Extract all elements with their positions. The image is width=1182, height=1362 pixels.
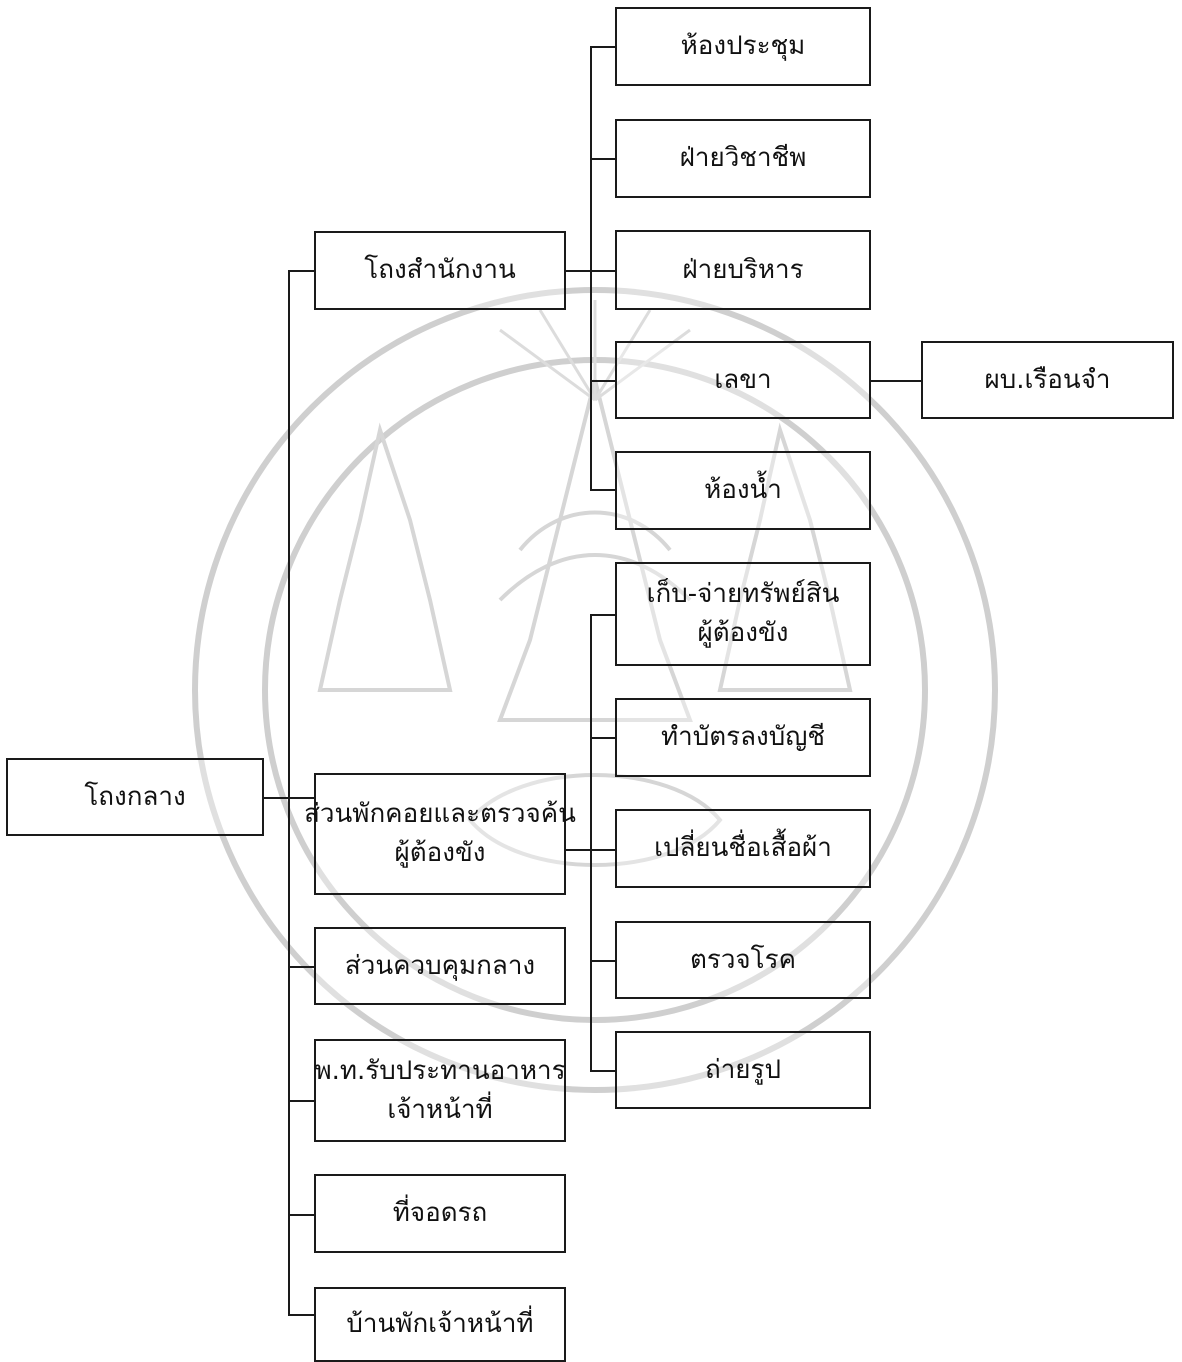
node-staff-housing: บ้านพักเจ้าหน้าที่ <box>314 1287 566 1362</box>
connector <box>288 1214 314 1216</box>
node-central-hall: โถงกลาง <box>6 758 264 836</box>
node-label-line1: ส่วนพักคอยและตรวจค้น <box>304 799 576 829</box>
connector <box>590 46 615 48</box>
connector <box>590 270 615 272</box>
connector <box>590 1070 615 1072</box>
node-label: ห้องประชุม <box>680 31 806 61</box>
node-prison-director: ผบ.เรือนจำ <box>921 341 1174 419</box>
connector <box>288 270 290 1315</box>
node-label: เปลี่ยนชื่อเสื้อผ้า <box>654 833 832 863</box>
connector <box>566 849 591 851</box>
node-parking: ที่จอดรถ <box>314 1174 566 1253</box>
node-label: ฝ่ายวิชาชีพ <box>679 143 807 173</box>
node-label: ห้องน้ำ <box>704 475 782 505</box>
node-label: ที่จอดรถ <box>392 1198 488 1228</box>
node-label: เลขา <box>714 364 772 395</box>
node-label: โถงสำนักงาน <box>364 255 516 285</box>
connector <box>566 270 591 272</box>
connector <box>288 966 314 968</box>
node-label: โถงกลาง <box>84 781 186 812</box>
connector <box>590 380 615 382</box>
node-restroom: ห้องน้ำ <box>615 451 871 530</box>
node-label: ฝ่ายบริหาร <box>682 254 804 285</box>
connector <box>871 380 921 382</box>
node-property-storage: เก็บ-จ่ายทรัพย์สิน ผู้ต้องขัง <box>615 562 871 666</box>
node-label-line2: ผู้ต้องขัง <box>697 618 789 648</box>
connector <box>590 960 615 962</box>
node-label-line2: ผู้ต้องขัง <box>394 838 486 868</box>
node-registration: ทำบัตรลงบัญชี <box>615 698 871 777</box>
connector <box>590 849 615 851</box>
node-vocational: ฝ่ายวิชาชีพ <box>615 119 871 198</box>
node-staff-dining: พ.ท.รับประทานอาหาร เจ้าหน้าที่ <box>314 1039 566 1142</box>
node-label: ส่วนควบคุมกลาง <box>344 950 536 981</box>
connector <box>288 270 314 272</box>
connector <box>590 489 615 491</box>
connector <box>264 797 289 799</box>
node-photo: ถ่ายรูป <box>615 1031 871 1109</box>
node-central-control: ส่วนควบคุมกลาง <box>314 927 566 1005</box>
node-medical-check: ตรวจโรค <box>615 921 871 999</box>
connector <box>590 737 615 739</box>
node-label-line2: เจ้าหน้าที่ <box>387 1094 493 1125</box>
connector <box>288 797 314 799</box>
node-label: ถ่ายรูป <box>704 1054 782 1085</box>
node-label: บ้านพักเจ้าหน้าที่ <box>346 1309 534 1339</box>
node-administration: ฝ่ายบริหาร <box>615 230 871 310</box>
node-label: ทำบัตรลงบัญชี <box>660 722 826 752</box>
node-meeting-room: ห้องประชุม <box>615 7 871 86</box>
node-label-line1: เก็บ-จ่ายทรัพย์สิน <box>646 579 840 609</box>
node-office-hall: โถงสำนักงาน <box>314 231 566 310</box>
connector <box>288 1100 314 1102</box>
node-label: ตรวจโรค <box>689 944 796 975</box>
connector <box>590 614 592 1071</box>
node-label-line1: พ.ท.รับประทานอาหาร <box>314 1055 566 1086</box>
connector <box>288 1314 314 1316</box>
node-rest-and-search: ส่วนพักคอยและตรวจค้น ผู้ต้องขัง <box>304 773 576 895</box>
connector <box>590 46 592 490</box>
node-label: ผบ.เรือนจำ <box>984 364 1111 395</box>
connector <box>590 614 615 616</box>
node-secretary: เลขา <box>615 341 871 419</box>
connector <box>590 158 615 160</box>
node-change-clothes: เปลี่ยนชื่อเสื้อผ้า <box>615 809 871 888</box>
